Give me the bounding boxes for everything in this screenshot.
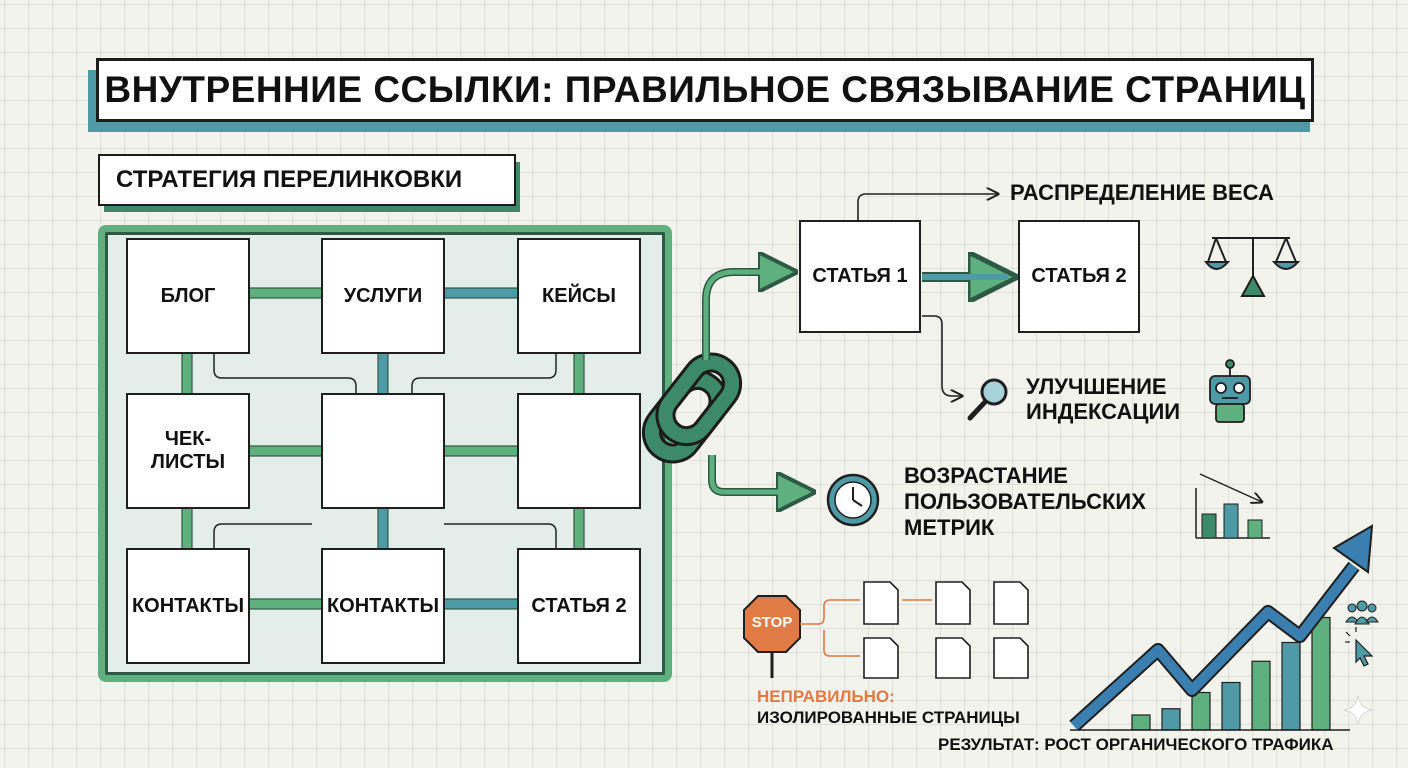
result-label: РЕЗУЛЬТАТ: РОСТ ОРГАНИЧЕСКОГО ТРАФИКА [938,735,1334,754]
node-blog-label: БЛОГ [160,284,216,307]
node-article-1: СТАТЬЯ 1 [799,220,921,333]
result-bar-4 [1221,681,1241,731]
section-subtitle: СТРАТЕГИЯ ПЕРЕЛИНКОВКИ [98,154,516,206]
section-subtitle-text: СТРАТЕГИЯ ПЕРЕЛИНКОВКИ [116,166,463,193]
node-contacts-left: КОНТАКТЫ [126,548,250,664]
metrics-label-line-3: МЕТРИК [904,515,995,540]
sparkle-icon [1343,695,1373,725]
indexing-label: УЛУЧШЕНИЕ ИНДЕКСАЦИИ [1026,374,1180,424]
result-bar-3 [1191,691,1211,731]
robot-icon [1209,359,1251,423]
node-checklists: ЧЕК-ЛИСТЫ [126,393,250,509]
node-services-label: УСЛУГИ [343,284,423,307]
node-checklists-label: ЧЕК-ЛИСТЫ [150,428,226,473]
indexing-label-line-1: УЛУЧШЕНИЕ [1026,374,1167,399]
result-bars [1131,616,1331,731]
indexing-label-line-2: ИНДЕКСАЦИИ [1026,399,1181,424]
node-blog: БЛОГ [126,238,250,354]
result-chart [1069,524,1374,732]
node-cases-label: КЕЙСЫ [542,284,616,307]
node-contacts-middle-label: КОНТАКТЫ [326,594,440,617]
page-title-text: ВНУТРЕННИЕ ССЫЛКИ: ПРАВИЛЬНОЕ СВЯЗЫВАНИЕ… [104,69,1306,110]
stop-sign-icon [743,595,801,678]
metrics-label-line-2: ПОЛЬЗОВАТЕЛЬСКИХ [904,489,1146,514]
cursor-icon [1345,627,1374,667]
node-article-2-label: СТАТЬЯ 2 [1031,265,1127,287]
chain-link-icon [641,352,743,464]
scales-icon [1204,237,1301,297]
node-center [321,393,445,509]
weight-distribution-label: РАСПРЕДЕЛЕНИЕ ВЕСА [1010,180,1274,205]
declining-chart-icon [1195,473,1270,539]
node-contacts-middle: КОНТАКТЫ [321,548,445,664]
stop-sign-label: STOP [751,614,793,631]
wrong-label: НЕПРАВИЛЬНО: [757,687,895,706]
metrics-label-line-1: ВОЗРАСТАНИЕ [904,463,1068,488]
node-article-2-grid-label: СТАТЬЯ 2 [531,594,627,617]
magnifier-icon [967,378,1008,421]
result-bar-2 [1161,708,1181,731]
page-title: ВНУТРЕННИЕ ССЫЛКИ: ПРАВИЛЬНОЕ СВЯЗЫВАНИЕ… [96,58,1314,122]
users-icon [1345,600,1379,625]
result-bar-6 [1281,641,1301,731]
clock-icon [826,473,880,527]
isolated-pages-label: ИЗОЛИРОВАННЫЕ СТРАНИЦЫ [757,708,1020,727]
node-article-1-label: СТАТЬЯ 1 [812,265,908,287]
node-article-2: СТАТЬЯ 2 [1018,220,1140,333]
node-services: УСЛУГИ [321,238,445,354]
document-icons [863,581,1029,679]
result-bar-7 [1311,616,1331,731]
node-cases: КЕЙСЫ [517,238,641,354]
node-right-middle [517,393,641,509]
flow-arrows [702,194,1008,492]
result-bar-1 [1131,714,1151,731]
node-article-2-grid: СТАТЬЯ 2 [517,548,641,664]
isolated-connectors [800,599,932,657]
metrics-label: ВОЗРАСТАНИЕ ПОЛЬЗОВАТЕЛЬСКИХ МЕТРИК [904,463,1146,541]
result-bar-5 [1251,660,1271,731]
node-contacts-left-label: КОНТАКТЫ [131,594,245,617]
